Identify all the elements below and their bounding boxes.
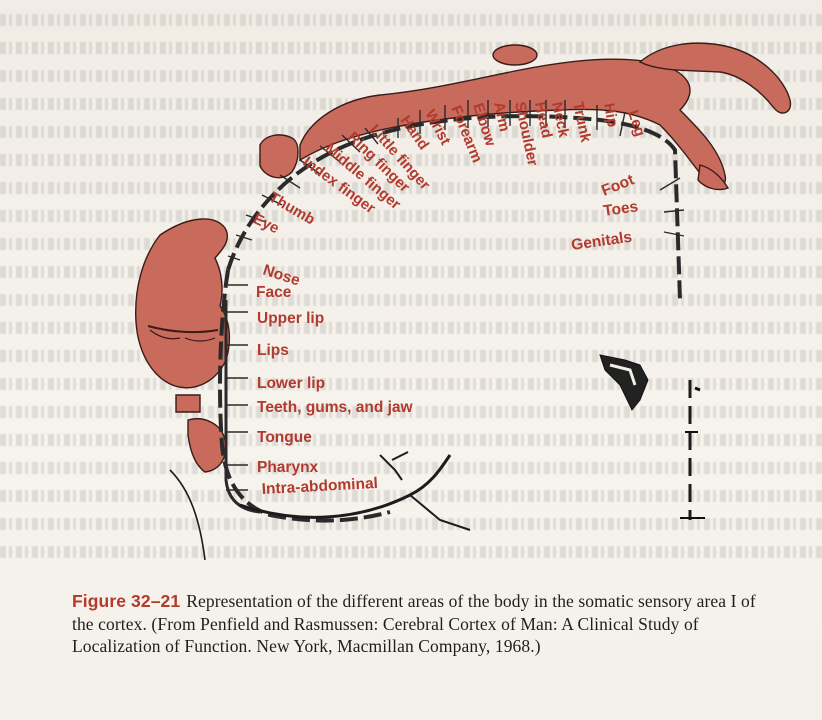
sensory-homunculus-figure: Trunk Neck Head Shoulder Arm Elbow Forea… (0, 0, 822, 590)
label-eye: Eye (250, 210, 281, 237)
figure-number: Figure 32–21 (72, 591, 180, 611)
label-lips: Lips (257, 342, 289, 359)
lower-brain-structures (170, 380, 690, 560)
label-face: Face (256, 284, 292, 301)
label-genitals: Genitals (570, 229, 633, 254)
labels-left: Nose Face Upper lip Lips Lower lip Teeth… (256, 262, 414, 498)
label-upper-lip: Upper lip (257, 310, 324, 327)
label-tongue: Tongue (257, 429, 312, 446)
label-pharynx: Pharynx (257, 459, 319, 476)
label-teeth-gums-jaw: Teeth, gums, and jaw (257, 399, 414, 416)
label-lower-lip: Lower lip (257, 375, 325, 392)
homunculus-face (136, 219, 230, 472)
label-intra-abdominal: Intra-abdominal (261, 475, 378, 498)
label-toes: Toes (602, 198, 639, 220)
label-foot: Foot (599, 171, 637, 199)
label-hip: Hip (600, 102, 621, 129)
